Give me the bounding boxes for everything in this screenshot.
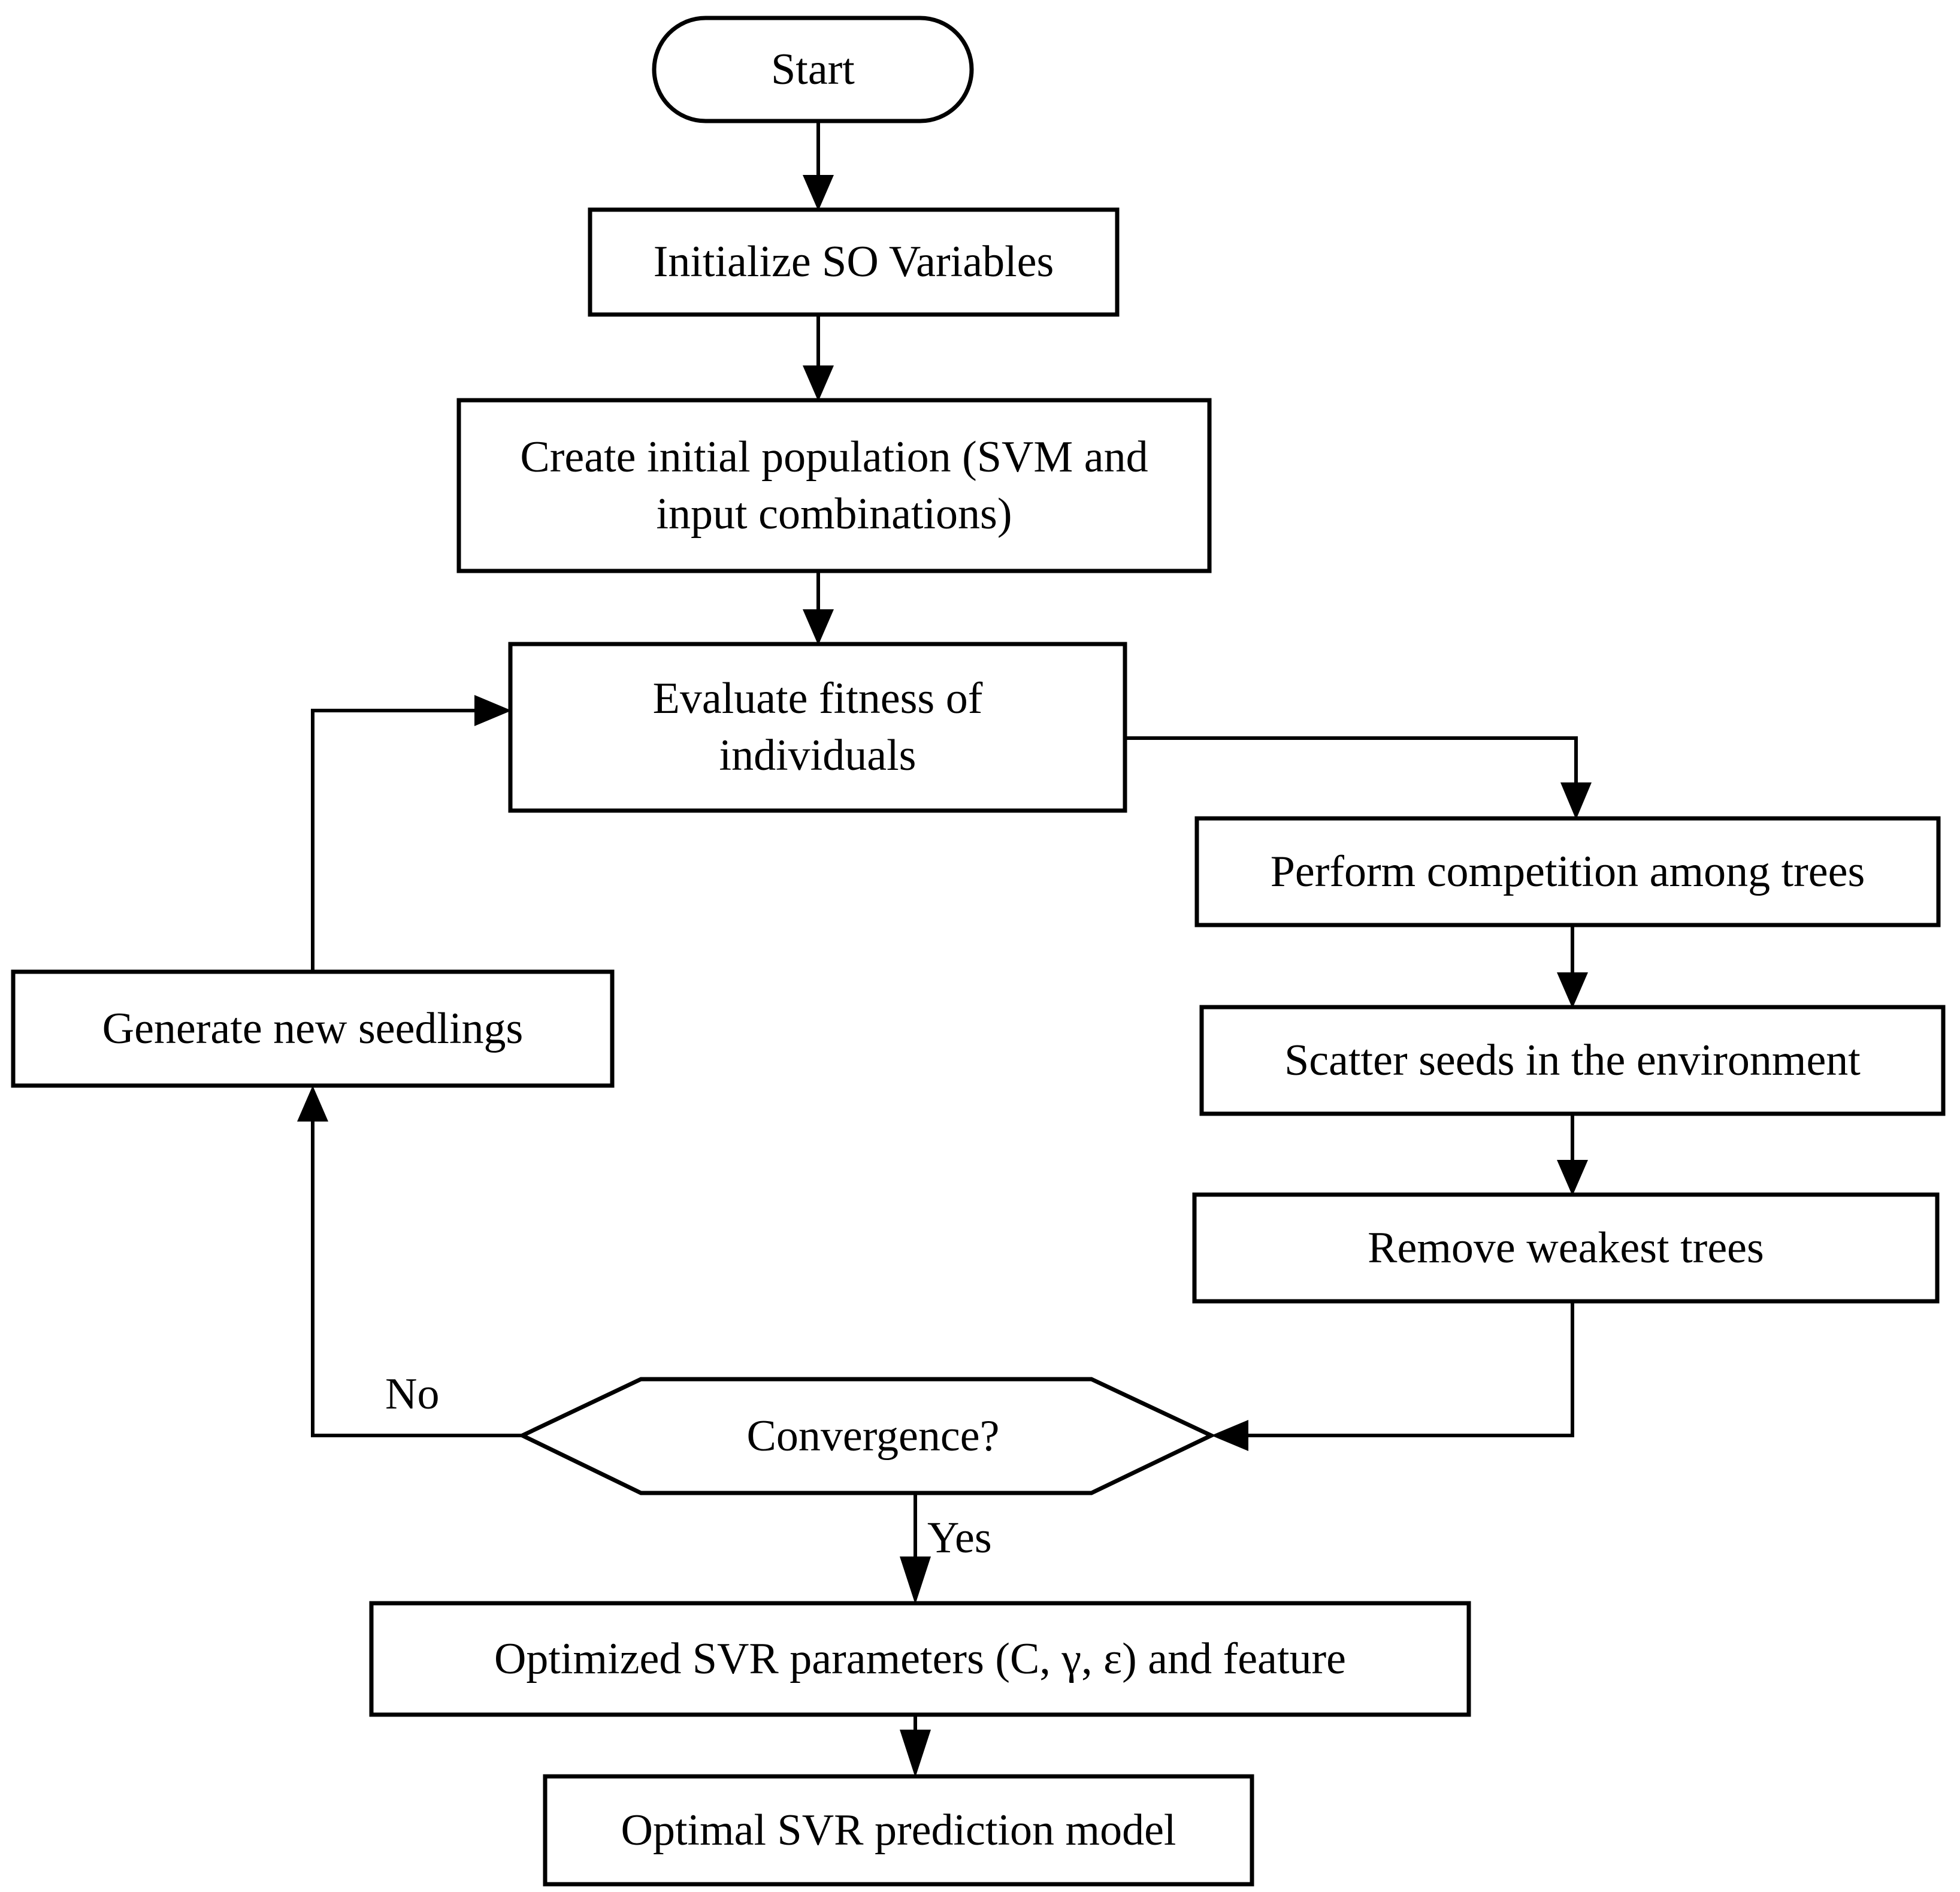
node-shape-optimal-model[interactable] (543, 1774, 1254, 1887)
node-shape-remove-weakest[interactable] (1192, 1192, 1940, 1304)
edge-generate-seedlings-to-evaluate (311, 709, 492, 972)
node-shape-scatter-seeds[interactable] (1199, 1005, 1946, 1116)
node-shape-initialize[interactable] (588, 207, 1120, 317)
arrowhead-remove-weakest-to-convergence (1211, 1420, 1248, 1451)
edge-remove-weakest-to-convergence (1230, 1301, 1574, 1437)
arrowhead-convergence-yes-to-optimized-parameters (900, 1556, 931, 1604)
node-shape-start[interactable] (652, 16, 974, 123)
arrowhead-scatter-seeds-to-remove-weakest (1557, 1160, 1588, 1196)
arrowhead-perform-competition-to-scatter-seeds (1557, 972, 1588, 1008)
node-shape-optimized-parameters[interactable] (369, 1601, 1471, 1717)
node-shape-generate-seedlings[interactable] (11, 969, 615, 1088)
arrowhead-create-population-to-evaluate (803, 609, 834, 645)
node-shape-evaluate-fitness[interactable] (508, 642, 1127, 813)
arrowhead-convergence-no-to-generate-seedlings (297, 1086, 328, 1122)
arrowhead-generate-seedlings-to-evaluate (474, 695, 512, 726)
edge-convergence-no-to-generate-seedlings (311, 1104, 522, 1437)
arrowhead-start-to-initialize (803, 175, 834, 211)
edge-evaluate-to-perform-competition (1125, 736, 1578, 800)
node-shape-create-population[interactable] (456, 398, 1212, 573)
arrowhead-optimized-parameters-to-optimal-model (900, 1730, 931, 1778)
arrowhead-evaluate-to-perform-competition (1560, 782, 1592, 820)
edge-label-no: No (385, 1370, 440, 1419)
node-shape-convergence[interactable] (517, 1377, 1217, 1495)
arrowhead-initialize-to-create-population (803, 365, 834, 401)
node-shape-perform-competition[interactable] (1194, 816, 1941, 927)
edge-label-yes: Yes (927, 1513, 992, 1562)
